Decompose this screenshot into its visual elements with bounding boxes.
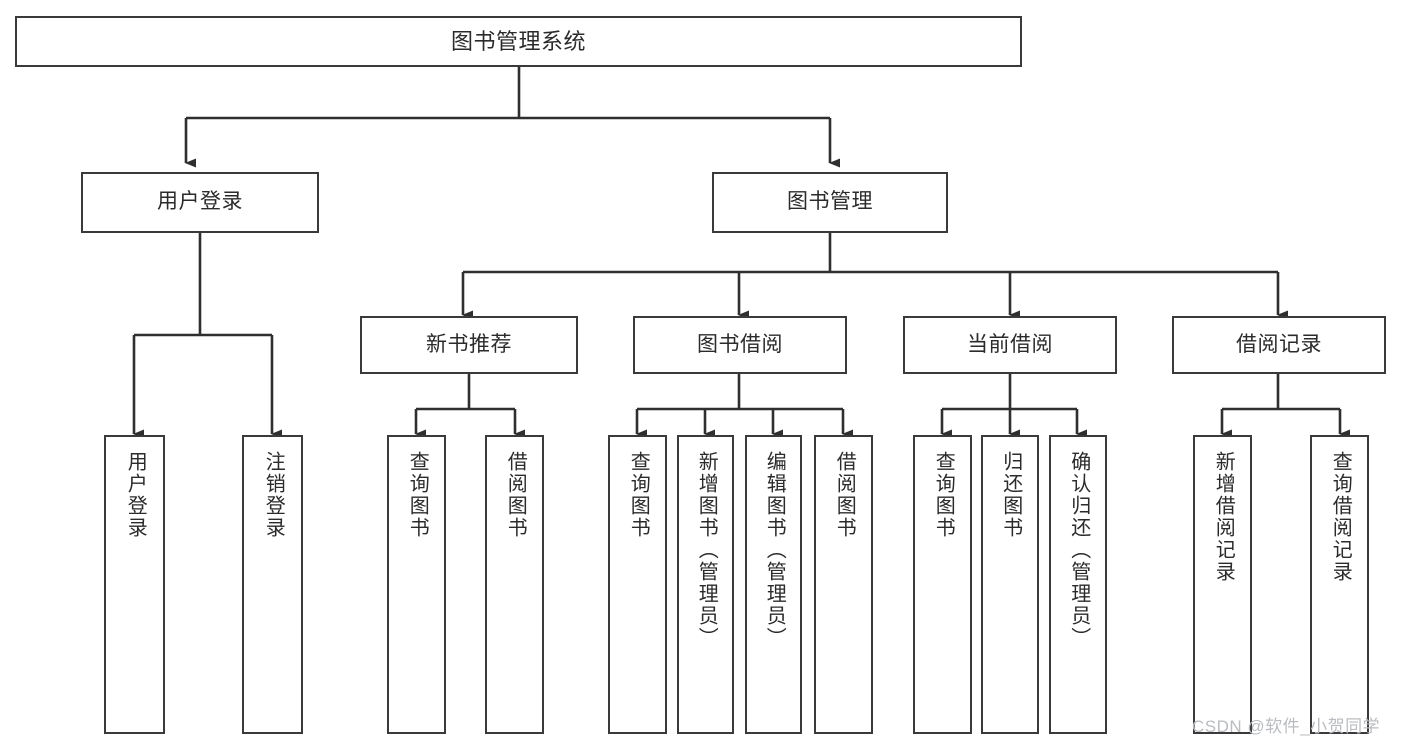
node-label: 图书管理系统: [450, 28, 586, 54]
leaf-query-borrow-record[interactable]: 查询借阅记录: [1310, 435, 1369, 734]
node-borrow-record[interactable]: 借阅记录: [1172, 316, 1386, 374]
csdn-watermark: CSDN @软件_小贺同学: [1192, 717, 1381, 736]
node-label: 查询图书: [627, 451, 650, 539]
node-label: 用户登录: [157, 190, 243, 214]
leaf-confirm-return-admin[interactable]: 确认归还（管理员）: [1049, 435, 1107, 734]
node-label: 归还图书: [999, 451, 1022, 539]
node-book-management[interactable]: 图书管理: [712, 172, 948, 233]
leaf-add-book-admin[interactable]: 新增图书（管理员）: [677, 435, 734, 734]
node-label: 用户登录: [124, 451, 147, 539]
leaf-logout[interactable]: 注销登录: [242, 435, 303, 734]
node-label: 图书管理: [787, 190, 873, 214]
node-label: 注销登录: [262, 451, 285, 539]
leaf-query-book-current[interactable]: 查询图书: [913, 435, 972, 734]
leaf-borrow-book[interactable]: 借阅图书: [814, 435, 873, 734]
node-label: 借阅图书: [833, 451, 856, 539]
node-label: 编辑图书（管理员）: [763, 451, 786, 649]
node-label: 确认归还（管理员）: [1067, 451, 1090, 649]
node-label: 查询借阅记录: [1329, 451, 1352, 583]
node-label: 查询图书: [406, 451, 429, 539]
node-label: 查询图书: [932, 451, 955, 539]
leaf-query-book-borrow[interactable]: 查询图书: [608, 435, 667, 734]
node-label: 新书推荐: [426, 332, 512, 356]
leaf-add-borrow-record[interactable]: 新增借阅记录: [1193, 435, 1252, 734]
node-label: 图书借阅: [697, 332, 783, 356]
leaf-query-book-recommend[interactable]: 查询图书: [387, 435, 446, 734]
node-user-login[interactable]: 用户登录: [81, 172, 319, 233]
node-current-borrow[interactable]: 当前借阅: [903, 316, 1117, 374]
node-label: 借阅图书: [504, 451, 527, 539]
node-label: 借阅记录: [1236, 332, 1322, 356]
node-book-borrow[interactable]: 图书借阅: [633, 316, 847, 374]
node-new-book-recommendation[interactable]: 新书推荐: [360, 316, 578, 374]
node-label: 新增借阅记录: [1212, 451, 1235, 583]
leaf-return-book[interactable]: 归还图书: [981, 435, 1039, 734]
leaf-borrow-book-recommend[interactable]: 借阅图书: [485, 435, 544, 734]
node-label: 新增图书（管理员）: [695, 451, 718, 649]
leaf-edit-book-admin[interactable]: 编辑图书（管理员）: [745, 435, 802, 734]
node-label: 当前借阅: [967, 332, 1053, 356]
leaf-user-login[interactable]: 用户登录: [104, 435, 165, 734]
node-root-book-management-system[interactable]: 图书管理系统: [15, 16, 1022, 67]
